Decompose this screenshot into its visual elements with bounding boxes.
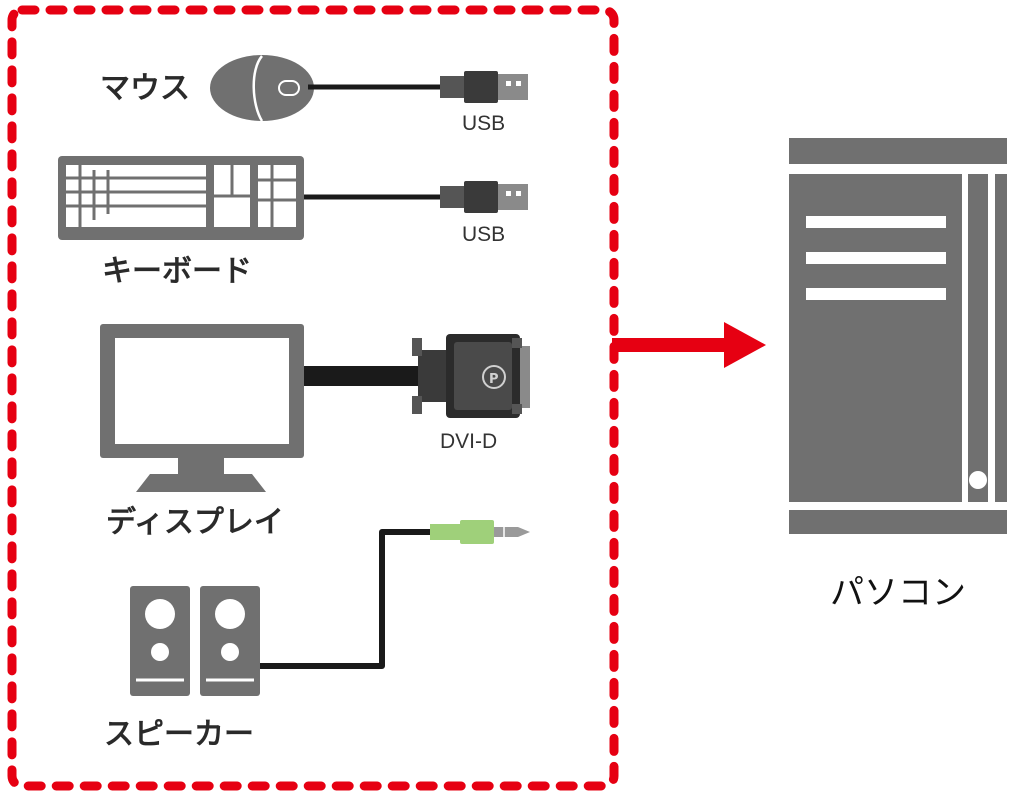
usb-plug-icon [440,181,528,213]
dvi-connector-icon: P [412,334,530,418]
pc-tower-icon [789,138,1007,534]
svg-text:P: P [489,372,499,387]
speaker-icon [130,586,260,696]
mouse-port-label: USB [462,112,505,135]
keyboard-label: キーボード [102,254,252,289]
peripheral-group-frame [7,5,619,791]
usb-plug-icon [440,71,528,103]
mouse-label: マウス [100,71,190,106]
pc-label: パソコン [830,573,966,613]
audio-plug-icon [430,520,530,544]
display-cable [304,366,422,386]
speaker-label: スピーカー [104,717,254,752]
monitor-icon [100,324,304,492]
mouse-icon [210,55,314,122]
display-label: ディスプレイ [106,505,284,540]
keyboard-port-label: USB [462,223,505,246]
speaker-cable [260,529,434,669]
display-port-label: DVI-D [440,430,497,453]
keyboard-icon [58,156,304,240]
connection-arrow [612,322,766,368]
